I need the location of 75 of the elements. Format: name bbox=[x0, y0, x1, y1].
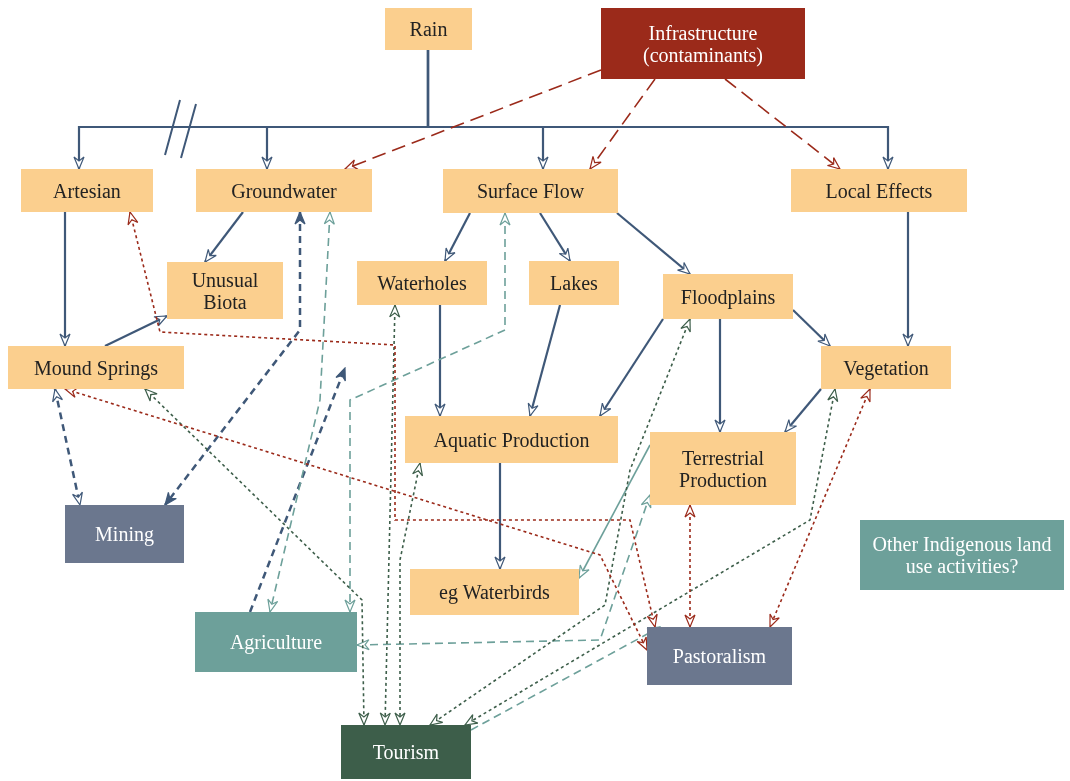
arrow bbox=[426, 50, 894, 170]
arrow bbox=[64, 387, 648, 651]
arrow bbox=[902, 212, 914, 347]
box-label: Surface Flow bbox=[476, 180, 585, 202]
arrow bbox=[52, 388, 83, 506]
arrow bbox=[769, 388, 871, 628]
concept-box bbox=[663, 274, 793, 319]
box-label: eg Waterbirds bbox=[439, 581, 550, 603]
box-label: Aquatic Production bbox=[433, 428, 590, 451]
arrow bbox=[714, 319, 726, 433]
arrow bbox=[494, 463, 506, 570]
box-label: Terrestrial Production bbox=[678, 446, 768, 491]
box-label: Groundwater bbox=[231, 179, 337, 202]
arrow bbox=[792, 309, 831, 347]
box-label: Floodplains bbox=[680, 285, 776, 308]
arrow bbox=[429, 318, 691, 726]
concept-box bbox=[21, 169, 153, 212]
concept-box bbox=[357, 261, 487, 305]
box-label: Artesian bbox=[53, 179, 121, 202]
arrow bbox=[127, 211, 658, 628]
arrow bbox=[578, 444, 651, 579]
concept-box bbox=[821, 346, 951, 389]
box-label: Local Effects bbox=[825, 179, 933, 202]
arrow bbox=[164, 211, 306, 506]
arrow bbox=[204, 211, 244, 263]
concept-box bbox=[601, 8, 805, 79]
arrow bbox=[267, 211, 335, 613]
arrow bbox=[394, 462, 424, 726]
arrow bbox=[527, 304, 562, 417]
concept-box bbox=[405, 416, 618, 463]
concept-box bbox=[167, 262, 283, 319]
arrow bbox=[599, 318, 664, 417]
arrow bbox=[248, 367, 347, 613]
concept-box bbox=[650, 432, 796, 505]
concept-box bbox=[65, 505, 184, 563]
arrow bbox=[434, 305, 446, 417]
box-label: Lakes bbox=[550, 272, 598, 294]
arrow bbox=[59, 212, 71, 347]
concept-box bbox=[196, 169, 372, 212]
box-label: Vegetation bbox=[843, 356, 929, 379]
arrow bbox=[144, 388, 370, 726]
box-label: Agriculture bbox=[229, 631, 323, 653]
box-label: Unusual Biota bbox=[190, 268, 260, 313]
arrow bbox=[784, 388, 822, 433]
box-label: Other Indigenous land use activities? bbox=[871, 533, 1053, 577]
arrow bbox=[589, 78, 656, 170]
arrow bbox=[356, 494, 652, 651]
concept-box bbox=[341, 725, 471, 779]
concept-box bbox=[410, 569, 579, 615]
arrow bbox=[444, 212, 471, 262]
box-label: Mound Springs bbox=[34, 356, 158, 379]
arrow bbox=[616, 212, 691, 275]
arrow bbox=[684, 504, 696, 628]
concept-box bbox=[791, 169, 967, 212]
box-label: Mining bbox=[95, 523, 154, 545]
box-label: Waterholes bbox=[377, 272, 467, 294]
arrow bbox=[344, 212, 511, 613]
arrow bbox=[539, 212, 571, 262]
box-label: Pastoralism bbox=[672, 645, 767, 667]
concept-box bbox=[443, 169, 618, 213]
concept-box bbox=[195, 612, 357, 672]
arrow bbox=[104, 315, 168, 347]
concept-box bbox=[529, 261, 619, 305]
concept-box bbox=[860, 520, 1064, 590]
concept-box bbox=[8, 346, 184, 389]
arrow bbox=[464, 388, 839, 726]
concept-box bbox=[647, 627, 792, 685]
arrow bbox=[724, 78, 841, 170]
box-label: Rain bbox=[409, 18, 448, 40]
arrow bbox=[379, 304, 401, 726]
box-label: Infrastructure (contaminants) bbox=[642, 21, 764, 66]
arrow bbox=[470, 626, 661, 731]
box-label: Tourism bbox=[372, 741, 440, 763]
arrow bbox=[344, 69, 602, 170]
concept-box bbox=[385, 8, 472, 50]
